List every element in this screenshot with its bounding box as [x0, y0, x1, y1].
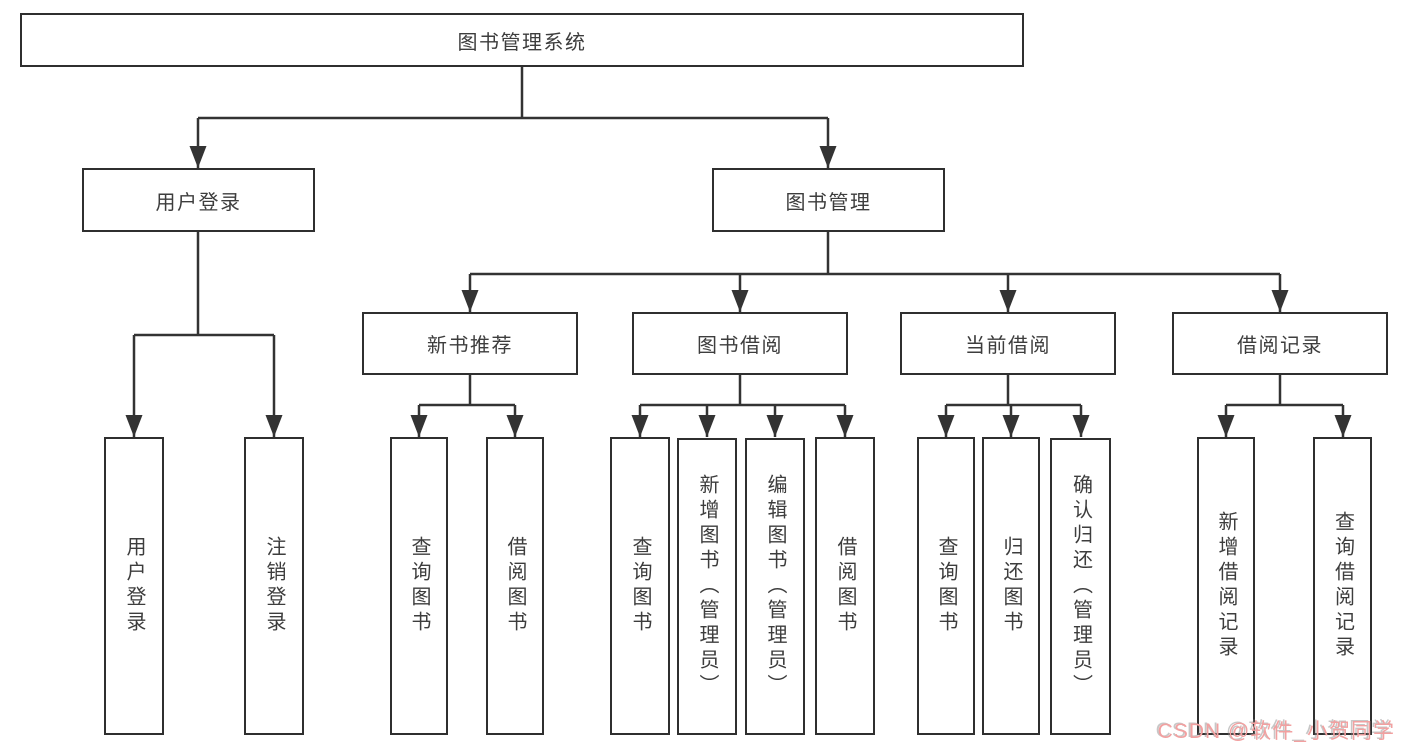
- node-leaf-query-books-3: 查询图书: [917, 437, 975, 735]
- node-leaf-borrow-books-1: 借阅图书: [486, 437, 544, 735]
- node-leaf-query-books-2: 查询图书: [610, 437, 670, 735]
- node-leaf-add-books-admin: 新增图书（管理员）: [677, 438, 737, 735]
- node-leaf-user-login: 用户登录: [104, 437, 164, 735]
- node-library-management-system: 图书管理系统: [20, 13, 1024, 67]
- node-book-management: 图书管理: [712, 168, 945, 232]
- node-leaf-confirm-return-admin: 确认归还（管理员）: [1050, 438, 1111, 735]
- watermark: CSDN @软件_小贺同学: [1157, 720, 1395, 743]
- node-leaf-return-books: 归还图书: [982, 437, 1040, 735]
- node-leaf-edit-books-admin: 编辑图书（管理员）: [745, 438, 805, 735]
- node-leaf-query-books-1: 查询图书: [390, 437, 448, 735]
- node-leaf-query-borrow-record: 查询借阅记录: [1313, 437, 1372, 735]
- node-borrowing-records: 借阅记录: [1172, 312, 1388, 375]
- node-user-login: 用户登录: [82, 168, 315, 232]
- node-current-borrowing: 当前借阅: [900, 312, 1116, 375]
- node-leaf-add-borrow-record: 新增借阅记录: [1197, 437, 1255, 735]
- node-book-borrowing: 图书借阅: [632, 312, 848, 375]
- node-new-book-recommendation: 新书推荐: [362, 312, 578, 375]
- node-leaf-borrow-books-2: 借阅图书: [815, 437, 875, 735]
- node-leaf-logout: 注销登录: [244, 437, 304, 735]
